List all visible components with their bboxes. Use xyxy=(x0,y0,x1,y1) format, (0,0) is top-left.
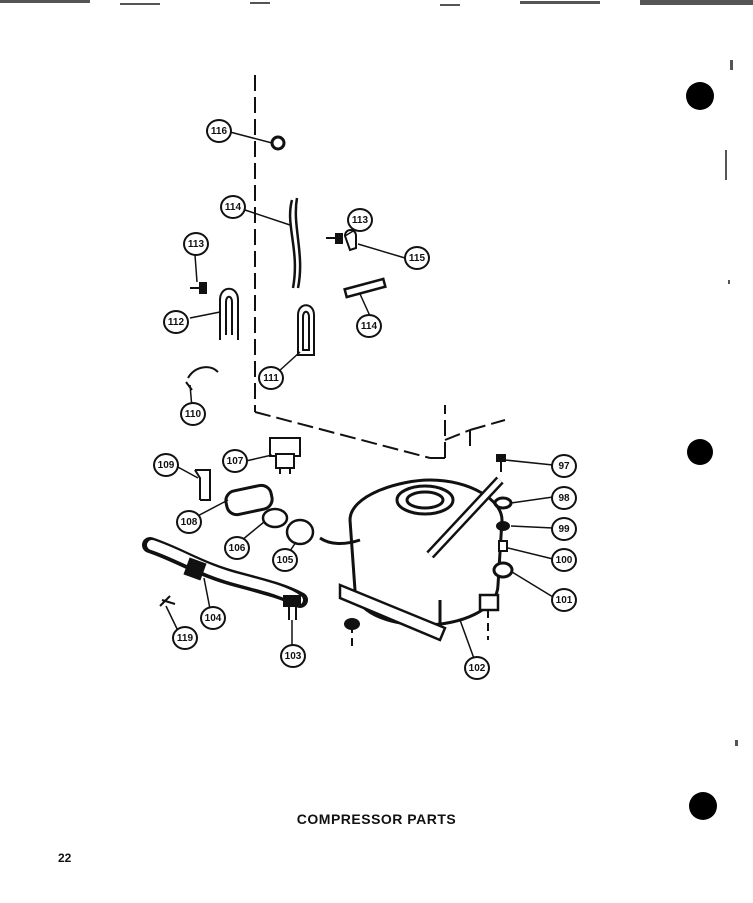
callout-114: 114 xyxy=(220,195,246,219)
callout-117: 116 xyxy=(206,119,232,143)
rail-grommet xyxy=(344,618,360,630)
part-109-clip xyxy=(194,469,211,501)
part-106-overload xyxy=(261,507,289,529)
callout-103: 103 xyxy=(280,644,306,668)
binder-hole-middle xyxy=(687,439,713,465)
part-119-clip xyxy=(159,595,176,607)
callout-109: 109 xyxy=(153,453,179,477)
callout-107: 107 xyxy=(222,449,248,473)
callout-116: 115 xyxy=(404,246,430,270)
part-115-bracket xyxy=(343,277,387,299)
part-104-cord-inner xyxy=(147,540,303,605)
callout-113-right: 113 xyxy=(347,208,373,232)
part-105-capacitor xyxy=(285,518,315,546)
callout-110: 110 xyxy=(180,402,206,426)
page-number: 22 xyxy=(58,851,72,865)
part-103-terminal xyxy=(283,595,301,620)
callout-99: 99 xyxy=(551,517,577,541)
callout-111: 111 xyxy=(258,366,284,390)
callout-101: 101 xyxy=(551,588,577,612)
binder-hole-top xyxy=(686,82,714,110)
callout-98: 98 xyxy=(551,486,577,510)
part-107-relay xyxy=(269,437,301,474)
part-112-strap xyxy=(219,287,239,340)
part-114-wire-harness xyxy=(288,197,302,289)
part-97-bolt xyxy=(496,454,506,472)
callout-106: 106 xyxy=(224,536,250,560)
scan-noise xyxy=(0,0,753,746)
callout-112: 112 xyxy=(163,310,189,334)
callout-108: 108 xyxy=(176,510,202,534)
part-104-clamp xyxy=(183,557,207,581)
part-113-screw-left xyxy=(190,282,207,294)
callout-115: 114 xyxy=(356,314,382,338)
callout-100: 100 xyxy=(551,548,577,572)
part-101-grommet xyxy=(492,561,514,579)
part-111-strap xyxy=(297,304,315,356)
callout-97: 97 xyxy=(551,454,577,478)
part-108-cover xyxy=(224,483,274,517)
cabinet-outline xyxy=(254,75,506,459)
part-100-sleeve xyxy=(498,540,508,552)
callout-113-left: 113 xyxy=(183,232,209,256)
diagram-caption: COMPRESSOR PARTS xyxy=(296,811,457,827)
callout-104: 104 xyxy=(200,606,226,630)
binder-hole-bottom xyxy=(689,792,717,820)
part-99-washer xyxy=(496,521,510,531)
callout-105: 105 xyxy=(272,548,298,572)
callout-119: 119 xyxy=(172,626,198,650)
callout-102: 102 xyxy=(464,656,490,680)
part-102-compressor xyxy=(319,476,504,627)
part-113-screw-right xyxy=(326,233,343,244)
mounting-rail xyxy=(338,583,500,642)
